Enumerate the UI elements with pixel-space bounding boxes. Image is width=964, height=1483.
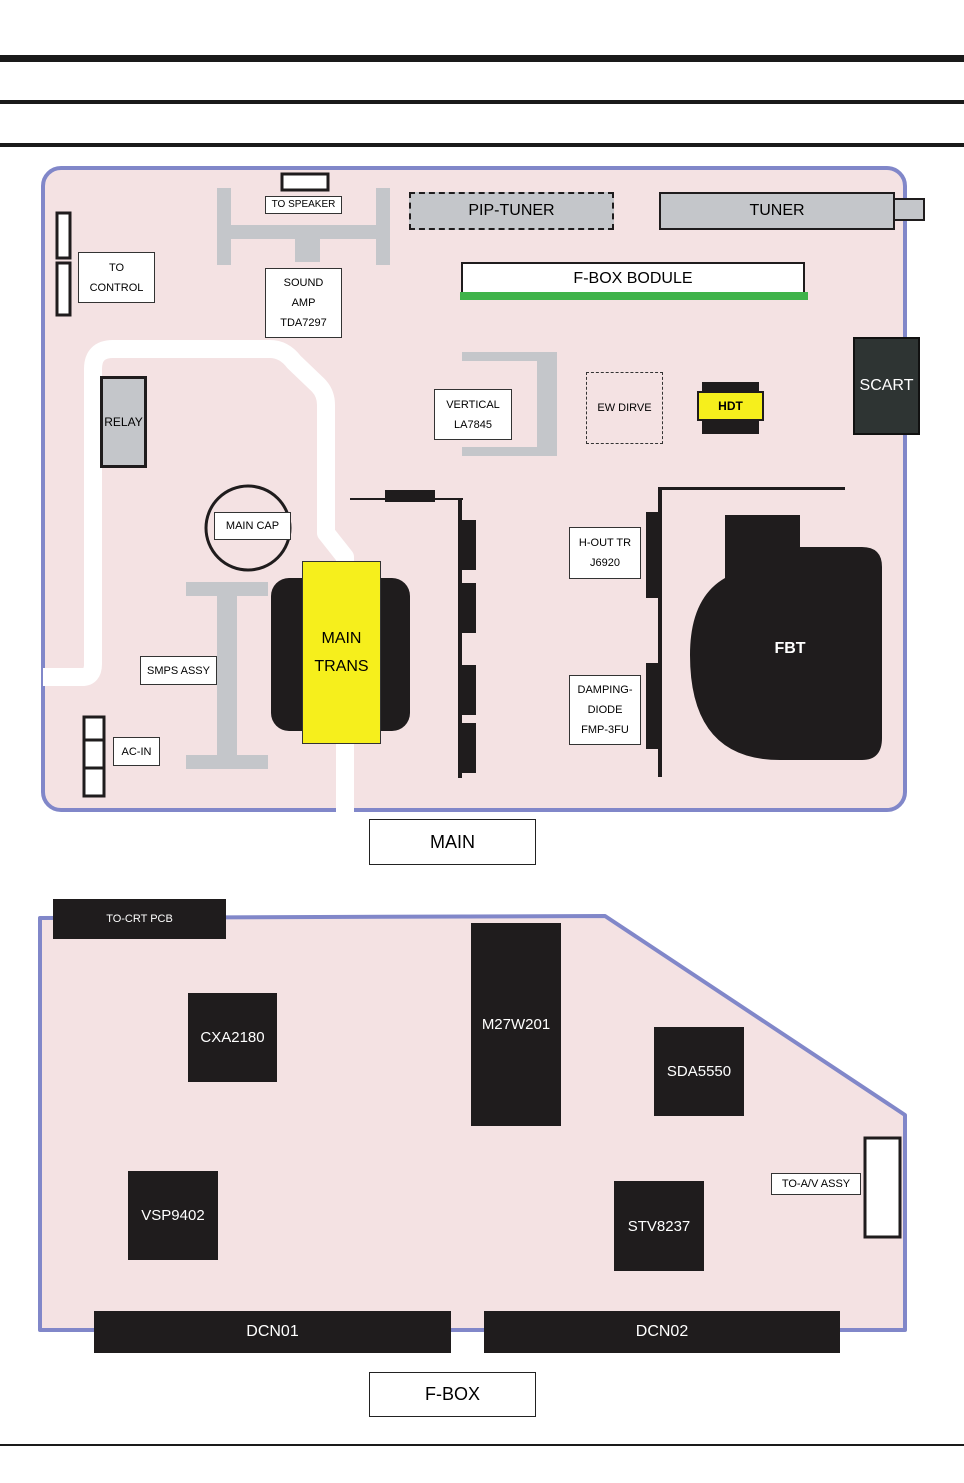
power-bracket	[350, 490, 476, 778]
tuner-antenna	[893, 198, 925, 221]
sound-amp-heatsink	[217, 188, 390, 265]
to-control-connector-a	[55, 211, 72, 260]
to-av-connector	[863, 1136, 902, 1239]
cable-path	[43, 340, 354, 812]
speaker-connector	[280, 172, 330, 192]
main-trans: MAIN TRANS	[302, 561, 381, 744]
f-box-module-strip	[460, 292, 808, 300]
smps-heatsink	[186, 582, 268, 769]
damping-diode-label: DAMPING- DIODE FMP-3FU	[569, 675, 641, 745]
tuner: TUNER	[659, 192, 895, 230]
ac-in-connector	[82, 715, 106, 798]
fbt-bracket	[646, 487, 845, 777]
ew-drive-label: EW DIRVE	[586, 372, 663, 444]
relay: RELAY	[100, 376, 147, 468]
ac-in-label: AC-IN	[113, 737, 160, 766]
fbox-board-caption: F-BOX	[369, 1372, 536, 1417]
to-crt-pcb-connector: TO-CRT PCB	[53, 899, 226, 939]
m27w201-chip: M27W201	[471, 923, 561, 1126]
cxa2180-chip: CXA2180	[188, 993, 277, 1082]
to-control-label: TO CONTROL	[78, 252, 155, 303]
header-rule-top	[0, 55, 964, 62]
vertical-ic-label: VERTICAL LA7845	[434, 389, 512, 440]
header-rule-bottom	[0, 143, 964, 147]
f-box-module: F-BOX BODULE	[461, 262, 805, 296]
to-speaker-label: TO SPEAKER	[265, 196, 342, 214]
main-board-caption: MAIN	[369, 819, 536, 865]
fbt-body	[690, 515, 882, 760]
sound-amp-label: SOUND AMP TDA7297	[265, 268, 342, 338]
dcn02-connector: DCN02	[484, 1311, 840, 1353]
main-board-outline	[41, 166, 907, 812]
footer-rule	[0, 1444, 964, 1446]
stv8237-chip: STV8237	[614, 1181, 704, 1271]
h-out-tr-label: H-OUT TR J6920	[569, 527, 641, 579]
fbt-label: FBT	[774, 640, 806, 657]
vertical-heatsink	[462, 352, 557, 456]
header-rule-middle	[0, 100, 964, 104]
to-av-assy-label: TO-A/V ASSY	[771, 1173, 861, 1195]
smps-assy-label: SMPS ASSY	[140, 656, 217, 685]
sda5550-chip: SDA5550	[654, 1027, 744, 1116]
hdt: HDT	[697, 391, 764, 421]
to-control-connector-b	[55, 261, 72, 317]
scart-connector: SCART	[853, 337, 920, 435]
main-cap-label: MAIN CAP	[214, 512, 291, 540]
vsp9402-chip: VSP9402	[128, 1171, 218, 1260]
dcn01-connector: DCN01	[94, 1311, 451, 1353]
pip-tuner: PIP-TUNER	[409, 192, 614, 230]
